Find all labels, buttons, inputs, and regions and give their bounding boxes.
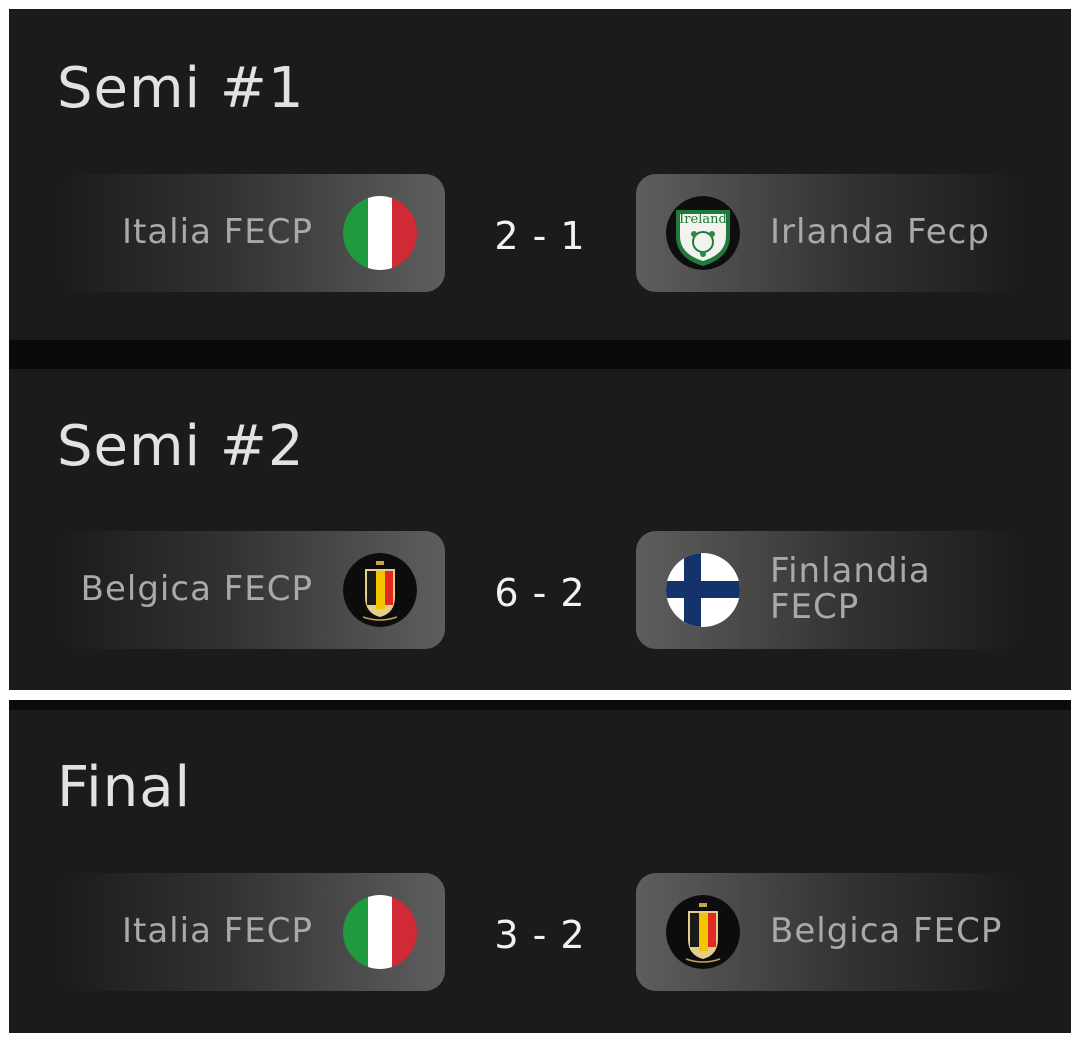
semi-1-score: 2 - 1	[494, 214, 586, 258]
ireland-crest-icon: Ireland	[666, 196, 740, 270]
italy-flag-icon	[343, 895, 417, 969]
belgium-crest-icon	[666, 895, 740, 969]
semi-2-home-card[interactable]: Belgica FECP	[59, 531, 445, 649]
semi-2-away-team: Finlandia FECP	[770, 551, 931, 627]
final-score: 3 - 2	[494, 913, 586, 957]
semi-1-home-team: Italia FECP	[121, 212, 313, 253]
semi-1-home-card[interactable]: Italia FECP	[59, 174, 445, 292]
final-panel: Final Italia FECP 3 - 2 Belgica FECP	[9, 700, 1071, 1033]
final-away-card[interactable]: Belgica FECP	[636, 873, 1022, 991]
italy-flag-icon	[343, 196, 417, 270]
semi-1-away-team: Irlanda Fecp	[770, 212, 990, 253]
finland-flag-icon	[666, 553, 740, 627]
semi-2-score: 6 - 2	[494, 571, 586, 615]
section-divider	[9, 340, 1071, 369]
final-home-card[interactable]: Italia FECP	[59, 873, 445, 991]
semi-2-away-card[interactable]: Finlandia FECP	[636, 531, 1022, 649]
semi-2-panel: Semi #2 Belgica FECP 6 - 2 Finlandia FEC…	[9, 369, 1071, 690]
belgium-crest-icon	[343, 553, 417, 627]
ireland-crest-text: Ireland	[679, 212, 727, 227]
semi-2-title: Semi #2	[57, 414, 305, 479]
semi-2-home-team: Belgica FECP	[80, 569, 313, 610]
final-home-team: Italia FECP	[121, 911, 313, 952]
final-away-team: Belgica FECP	[770, 911, 1003, 952]
semi-1-title: Semi #1	[57, 56, 305, 121]
semi-1-away-card[interactable]: Ireland Irlanda Fecp	[636, 174, 1022, 292]
semi-1-panel: Semi #1 Italia FECP 2 - 1 Ireland Irland…	[9, 9, 1071, 340]
final-title: Final	[57, 755, 192, 820]
